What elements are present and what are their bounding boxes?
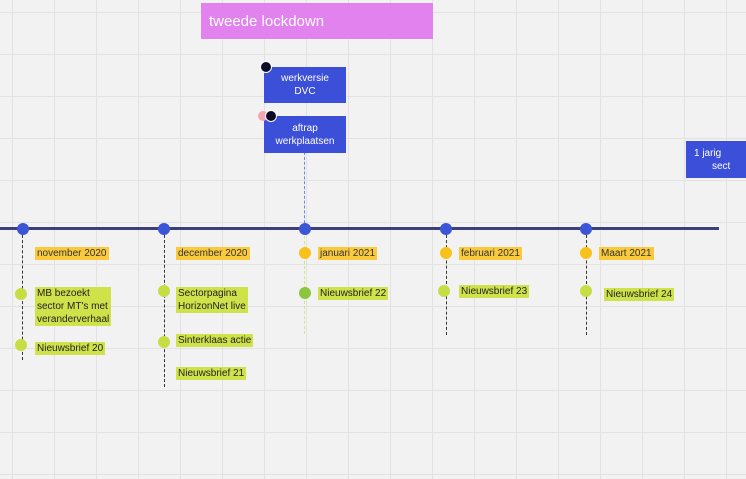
month-label-februari[interactable]: februari 2021 — [459, 247, 522, 260]
timeline-node-december[interactable] — [158, 223, 170, 235]
event-nieuwsbrief-23[interactable]: Nieuwsbrief 23 — [459, 285, 530, 298]
timeline-axis — [0, 227, 719, 230]
card-line: werkplaatsen — [275, 135, 335, 147]
month-label-december[interactable]: december 2020 — [176, 247, 250, 260]
timeline-node-februari[interactable] — [440, 223, 452, 235]
event-dot[interactable] — [15, 339, 27, 351]
event-dot-orange[interactable] — [440, 247, 452, 259]
timeline-node-maart[interactable] — [580, 223, 592, 235]
card-line: aftrap — [292, 122, 318, 134]
event-nieuwsbrief-22[interactable]: Nieuwsbrief 22 — [318, 287, 389, 300]
tweede-lockdown-banner[interactable]: tweede lockdown — [201, 3, 433, 39]
timeline-node-november[interactable] — [17, 223, 29, 235]
connector-line-lower — [304, 236, 305, 334]
avatar-pin-pink[interactable] — [258, 111, 268, 121]
event-line: sector MT's met — [37, 301, 108, 312]
month-label-maart[interactable]: Maart 2021 — [599, 247, 654, 260]
card-line: sect — [712, 160, 731, 172]
event-dot[interactable] — [580, 285, 592, 297]
event-dot[interactable] — [158, 285, 170, 297]
month-label-november[interactable]: november 2020 — [35, 247, 109, 260]
event-sectorpagina[interactable]: Sectorpagina HorizonNet live — [176, 287, 248, 313]
een-jarig-sector-card[interactable]: 1 jarig sect — [686, 141, 746, 178]
timeline-node-januari[interactable] — [299, 223, 311, 235]
card-line: werkversie — [281, 73, 329, 84]
event-line: MB bezoekt — [37, 288, 90, 299]
card-line: 1 jarig — [694, 147, 722, 159]
event-line: HorizonNet live — [178, 301, 246, 312]
event-nieuwsbrief-20[interactable]: Nieuwsbrief 20 — [35, 342, 106, 355]
event-dot-orange[interactable] — [299, 247, 311, 259]
timeline-dashed-line — [164, 235, 165, 387]
event-dot[interactable] — [438, 285, 450, 297]
event-line: veranderverhaal — [37, 314, 110, 325]
avatar-pin[interactable] — [265, 110, 277, 122]
event-sinterklaas-actie[interactable]: Sinterklaas actie — [176, 334, 254, 347]
event-dot[interactable] — [158, 336, 170, 348]
event-dot[interactable] — [299, 287, 311, 299]
connector-line — [304, 152, 305, 228]
werkversie-dvc-card[interactable]: werkversie DVC — [264, 67, 346, 103]
event-mb-bezoekt[interactable]: MB bezoekt sector MT's met veranderverha… — [35, 287, 112, 326]
event-nieuwsbrief-21[interactable]: Nieuwsbrief 21 — [176, 367, 247, 380]
month-label-januari[interactable]: januari 2021 — [318, 247, 378, 260]
event-nieuwsbrief-24[interactable]: Nieuwsbrief 24 — [604, 288, 675, 301]
aftrap-werkplaatsen-card[interactable]: aftrap werkplaatsen — [264, 116, 346, 153]
card-line: DVC — [294, 86, 316, 97]
event-dot-orange[interactable] — [580, 247, 592, 259]
event-dot[interactable] — [15, 288, 27, 300]
event-line: Sectorpagina — [178, 288, 237, 299]
avatar-pin[interactable] — [260, 61, 272, 73]
